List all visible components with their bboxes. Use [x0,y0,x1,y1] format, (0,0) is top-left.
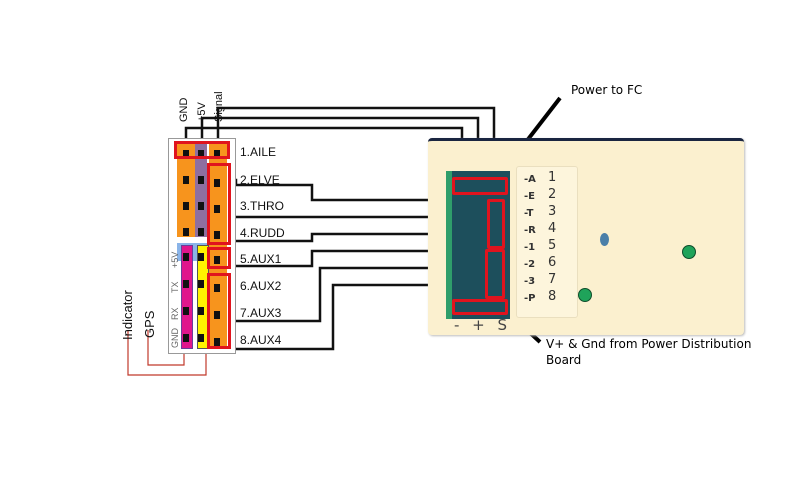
flight-controller-board [428,138,744,335]
signal-column [209,143,227,347]
highlight-rx-ch5-7 [485,249,505,299]
annotation-power-dist: V+ & Gnd from Power Distribution [546,337,752,351]
label-indicator: Indicator [120,290,135,340]
receiver-header [168,138,236,354]
channel-label-1: 1.AILE [240,145,277,159]
gps-label-tx: TX [170,281,180,293]
highlight-ch5 [207,247,231,269]
channel-label-3: 3.THRO [240,199,285,213]
highlight-rail [452,299,508,315]
rx-code-7: -3 [524,276,536,287]
rx-num-7: 7 [548,272,557,287]
rail-labels: - + S [454,316,512,334]
rx-num-1: 1 [548,170,557,185]
label-gps: GPS [142,310,157,338]
gps-label-rx: RX [170,307,180,320]
highlight-ch2-4 [207,163,231,245]
rx-num-6: 6 [548,255,557,270]
label-signal: Signal [213,91,225,122]
pin-block [446,171,510,319]
rx-code-5: -1 [524,242,536,253]
rx-num-4: 4 [548,221,557,236]
highlight-rx-ch2-4 [487,199,505,249]
channel-label-6: 6.AUX2 [240,279,282,293]
channel-label-8: 8.AUX4 [240,333,282,347]
rx-num-8: 8 [548,289,557,304]
rx-code-4: -R [524,225,536,236]
rx-code-6: -2 [524,259,536,270]
gps-label-gnd: GND [170,328,180,348]
highlight-ch6-8 [207,273,231,349]
rx-code-1: -A [524,174,536,185]
v5-column [195,143,207,237]
rx-code-8: -P [524,293,536,304]
rx-num-5: 5 [548,238,557,253]
gnd-column [177,143,195,237]
rx-code-3: -T [524,208,534,219]
channel-label-2: 2.ELVE [240,173,280,187]
rx-num-2: 2 [548,187,557,202]
annotation-power-to-fc: Power to FC [571,83,643,97]
channel-label-4: 4.RUDD [240,226,285,240]
annotation-power-dist-2: Board [546,353,582,367]
highlight-power-row [452,177,508,195]
green-led-1 [682,245,696,259]
gps-port-left [181,245,193,349]
channel-label-7: 7.AUX3 [240,306,282,320]
rx-num-3: 3 [548,204,557,219]
label-5v: +5V [196,102,208,122]
gps-leads [127,330,207,376]
channel-label-5: 5.AUX1 [240,252,282,266]
rx-label-panel [516,166,578,318]
blue-led [600,233,609,246]
highlight-row1 [174,141,230,159]
gps-label-5v: +5V [170,251,180,268]
label-gnd: GND [178,97,190,122]
rx-code-2: -E [524,191,535,202]
green-led-2 [578,288,592,302]
